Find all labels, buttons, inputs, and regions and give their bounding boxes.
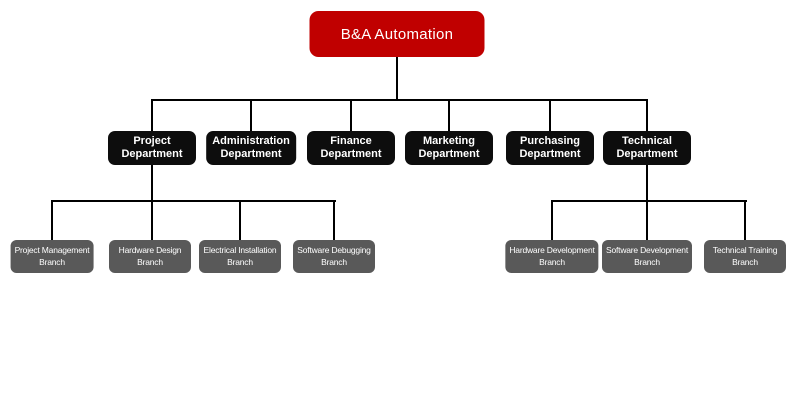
connector-drop-administration-department [250,99,252,133]
connector-drop-marketing-department [448,99,450,133]
connector-drop-project-management-branch [51,200,53,242]
org-node-purchasing-department: Purchasing Department [506,131,594,165]
org-node-marketing-department: Marketing Department [405,131,493,165]
org-node-project-department: Project Department [108,131,196,165]
org-node-hardware-development-branch: Hardware Development Branch [505,240,599,273]
connector-drop-software-development-branch [646,200,648,242]
org-node-company: B&A Automation [309,11,485,57]
connector-project-department-stem [151,163,153,202]
org-node-administration-department: Administration Department [206,131,296,165]
connector-drop-electrical-installation-branch [239,200,241,242]
org-node-software-debugging-branch: Software Debugging Branch [293,240,375,273]
connector-drop-hardware-development-branch [551,200,553,242]
org-node-technical-training-branch: Technical Training Branch [704,240,786,273]
connector-root-stem [396,57,398,101]
connector-drop-software-debugging-branch [333,200,335,242]
org-node-electrical-installation-branch: Electrical Installation Branch [199,240,281,273]
connector-drop-project-department [151,99,153,133]
org-node-software-development-branch: Software Development Branch [602,240,692,273]
company-label: B&A Automation [340,25,454,43]
connector-drop-hardware-design-branch [151,200,153,242]
org-node-finance-department: Finance Department [307,131,395,165]
connector-technical-branch-rail [551,200,747,202]
connector-technical-department-stem [646,163,648,202]
org-node-hardware-design-branch: Hardware Design Branch [109,240,191,273]
connector-drop-finance-department [350,99,352,133]
connector-drop-technical-department [646,99,648,133]
connector-drop-purchasing-department [549,99,551,133]
connector-drop-technical-training-branch [744,200,746,242]
org-node-technical-department: Technical Department [603,131,691,165]
connector-department-rail [151,99,648,101]
connector-project-branch-rail [51,200,336,202]
org-node-project-management-branch: Project Management Branch [10,240,94,273]
